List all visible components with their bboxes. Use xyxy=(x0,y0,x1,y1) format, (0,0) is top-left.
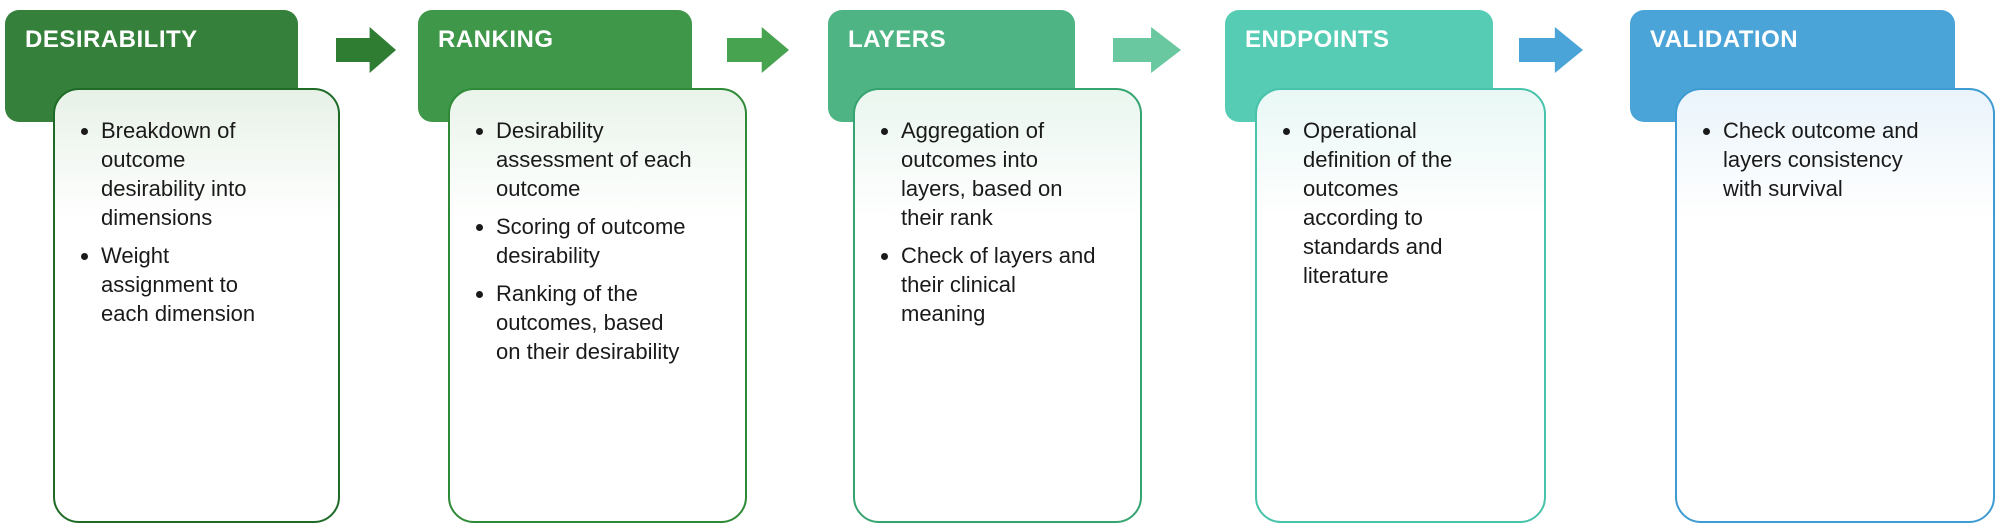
bullet-list-endpoints: Operational definition of the outcomes a… xyxy=(1257,90,1485,290)
bullet-item: Weight assignment to each dimension xyxy=(101,241,279,328)
right-arrow-icon-layers-to-endpoints xyxy=(1113,27,1181,73)
bullet-list-ranking: Desirability assessment of each outcome … xyxy=(450,90,694,366)
stage-card-layers: Aggregation of outcomes into layers, bas… xyxy=(853,88,1142,523)
right-arrow-icon-ranking-to-layers xyxy=(727,27,789,73)
stage-card-endpoints: Operational definition of the outcomes a… xyxy=(1255,88,1546,523)
bullet-item: Breakdown of outcome desirability into d… xyxy=(101,116,279,232)
stage-card-ranking: Desirability assessment of each outcome … xyxy=(448,88,747,523)
bullet-item: Check outcome and layers consistency wit… xyxy=(1723,116,1935,203)
stage-card-desirability: Breakdown of outcome desirability into d… xyxy=(53,88,340,523)
bullet-item: Check of layers and their clinical meani… xyxy=(901,241,1097,328)
stage-title-desirability: DESIRABILITY xyxy=(25,26,198,53)
stage-title-validation: VALIDATION xyxy=(1650,26,1799,53)
bullet-item: Operational definition of the outcomes a… xyxy=(1303,116,1485,290)
stage-title-layers: LAYERS xyxy=(848,26,947,53)
right-arrow-icon-endpoints-to-validation xyxy=(1519,27,1583,73)
bullet-list-desirability: Breakdown of outcome desirability into d… xyxy=(55,90,279,328)
bullet-list-layers: Aggregation of outcomes into layers, bas… xyxy=(855,90,1097,328)
stage-title-endpoints: ENDPOINTS xyxy=(1245,26,1390,53)
bullet-item: Scoring of outcome desirability xyxy=(496,212,694,270)
bullet-list-validation: Check outcome and layers consistency wit… xyxy=(1677,90,1935,203)
stage-card-validation: Check outcome and layers consistency wit… xyxy=(1675,88,1995,523)
bullet-item: Ranking of the outcomes, based on their … xyxy=(496,279,694,366)
bullet-item: Desirability assessment of each outcome xyxy=(496,116,694,203)
stage-title-ranking: RANKING xyxy=(438,26,554,53)
bullet-item: Aggregation of outcomes into layers, bas… xyxy=(901,116,1097,232)
right-arrow-icon-desirability-to-ranking xyxy=(336,27,396,73)
